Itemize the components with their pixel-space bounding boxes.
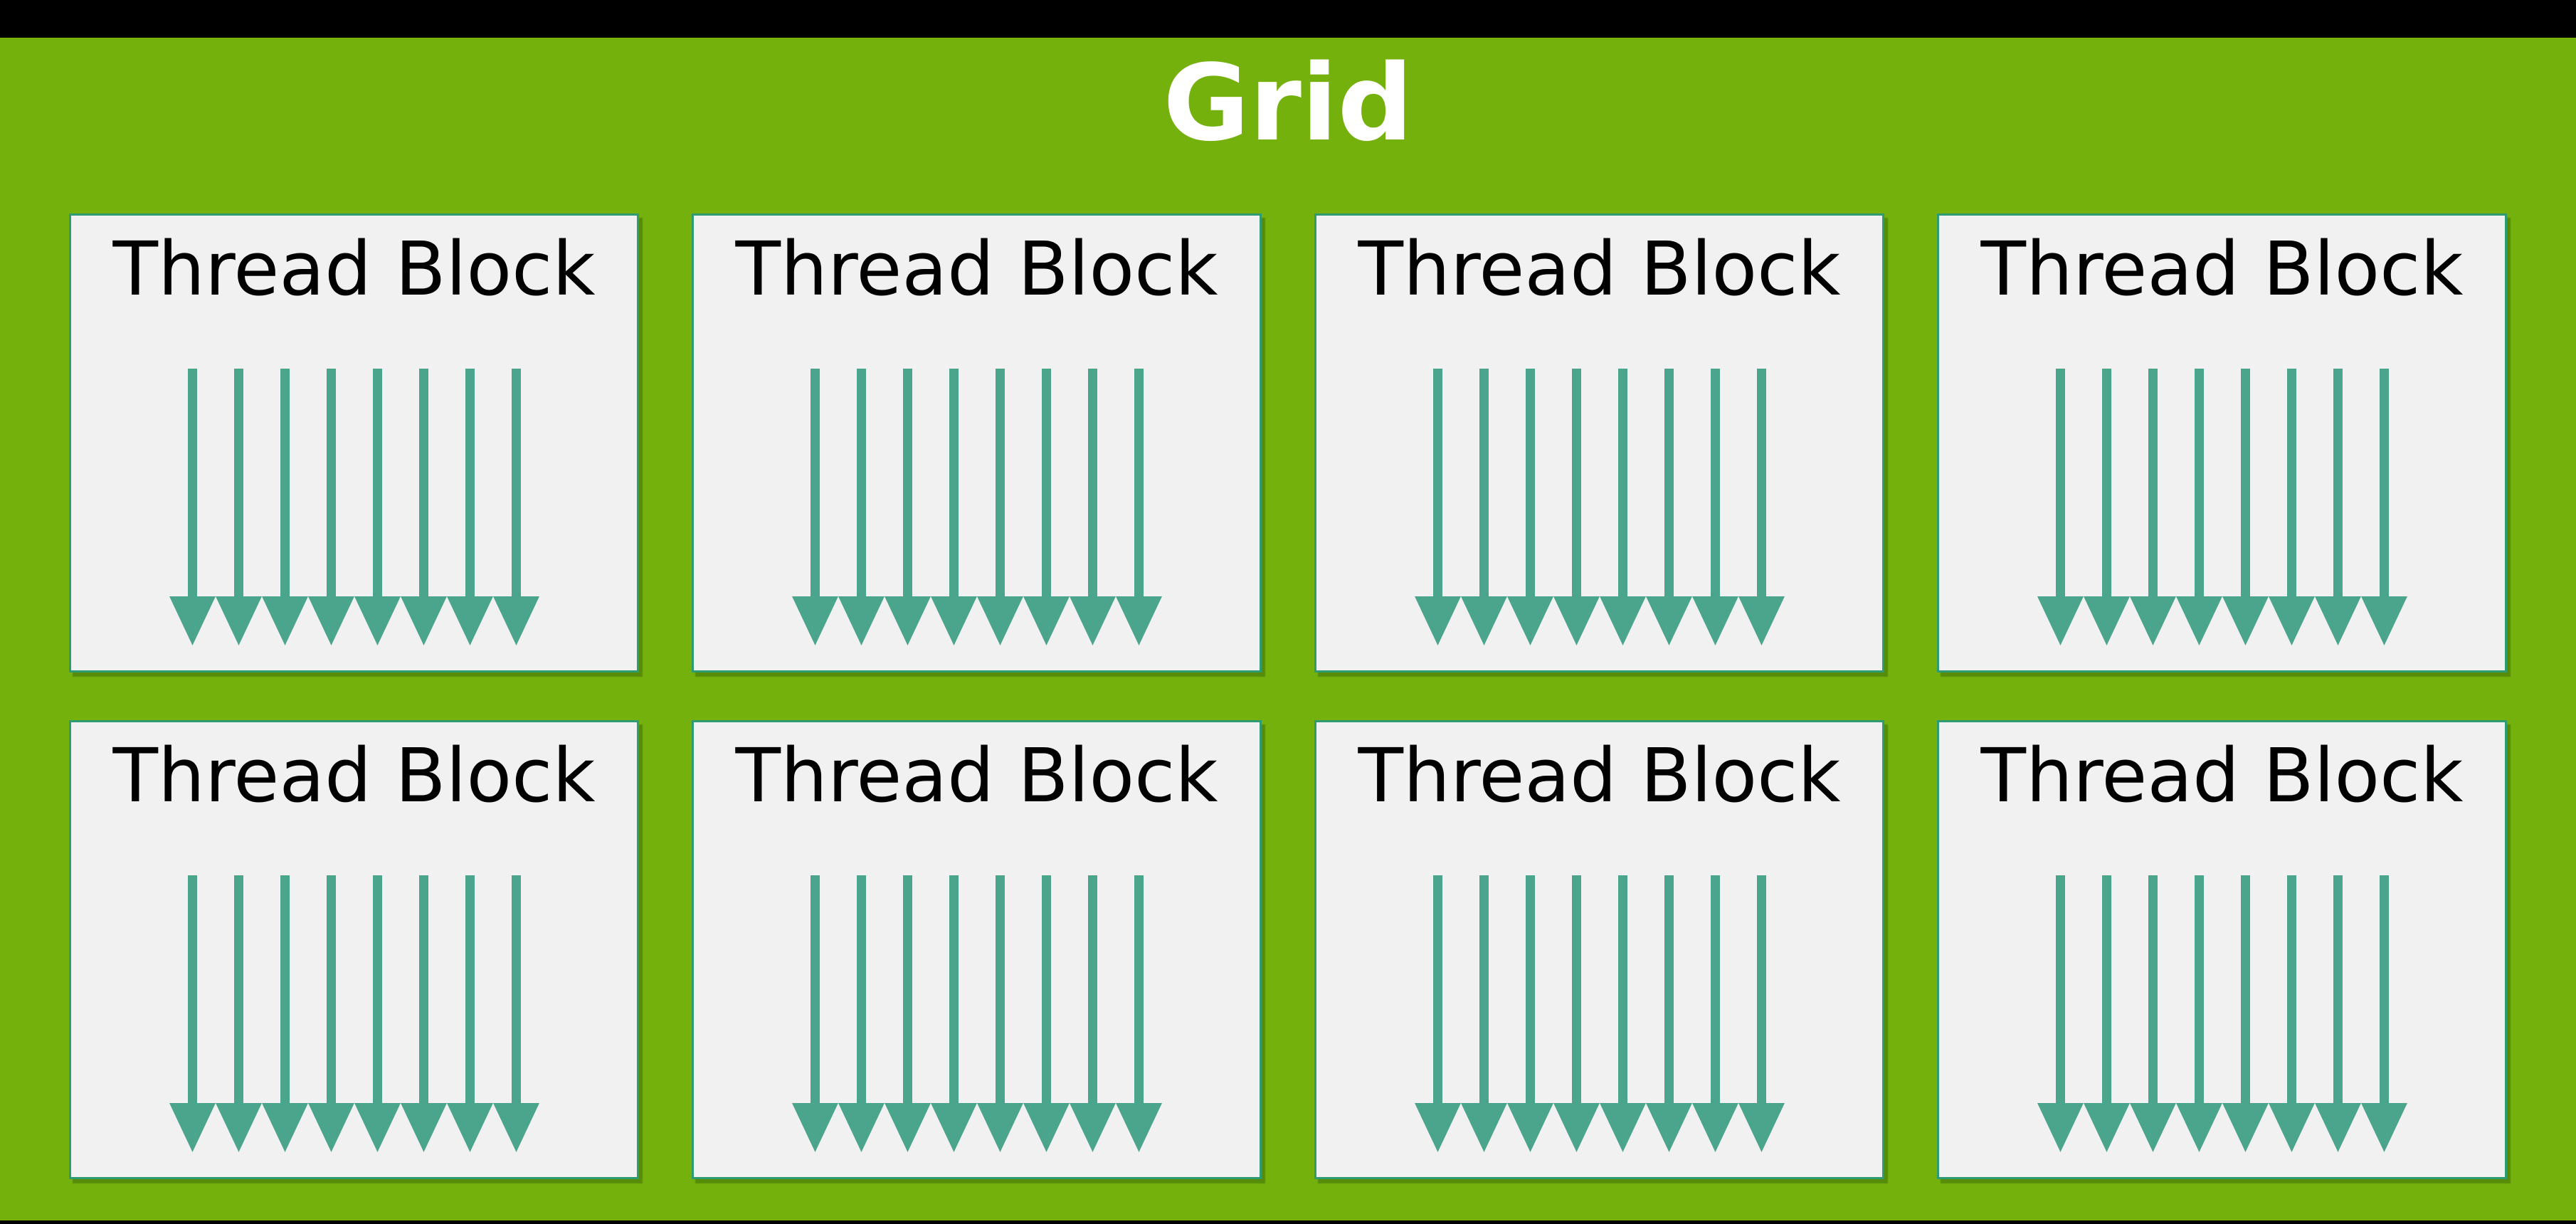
- thread-block-label: Thread Block: [112, 732, 596, 819]
- thread-arrow-down-icon: [1023, 875, 1070, 1152]
- thread-arrows: [1414, 875, 1785, 1152]
- thread-arrow-down-icon: [307, 369, 354, 645]
- thread-block: Thread Block: [1937, 213, 2507, 672]
- thread-arrow-down-icon: [492, 369, 539, 645]
- thread-arrow-down-icon: [791, 875, 838, 1152]
- thread-arrow-down-icon: [400, 369, 447, 645]
- thread-arrow-down-icon: [1553, 369, 1600, 645]
- thread-arrow-down-icon: [1691, 369, 1738, 645]
- thread-block: Thread Block: [1314, 213, 1884, 672]
- thread-block-label: Thread Block: [1358, 226, 1841, 312]
- thread-block-label: Thread Block: [735, 226, 1218, 312]
- thread-arrow-down-icon: [2175, 369, 2222, 645]
- thread-arrow-down-icon: [1553, 875, 1600, 1152]
- thread-arrow-down-icon: [976, 875, 1023, 1152]
- thread-arrow-down-icon: [1599, 369, 1646, 645]
- thread-arrow-down-icon: [1738, 369, 1785, 645]
- thread-arrow-down-icon: [446, 875, 493, 1152]
- thread-arrow-down-icon: [1738, 875, 1785, 1152]
- thread-arrow-down-icon: [930, 369, 977, 645]
- thread-arrow-down-icon: [1506, 369, 1553, 645]
- thread-arrow-down-icon: [215, 369, 262, 645]
- thread-arrow-down-icon: [354, 369, 401, 645]
- thread-arrow-down-icon: [838, 875, 885, 1152]
- thread-arrow-down-icon: [1506, 875, 1553, 1152]
- thread-arrow-down-icon: [884, 875, 931, 1152]
- thread-arrow-down-icon: [1414, 875, 1461, 1152]
- thread-arrow-down-icon: [1414, 369, 1461, 645]
- thread-arrow-down-icon: [2129, 875, 2176, 1152]
- thread-arrow-down-icon: [169, 875, 216, 1152]
- thread-block-label: Thread Block: [112, 226, 596, 312]
- thread-arrow-down-icon: [2314, 369, 2361, 645]
- thread-block-label: Thread Block: [1980, 226, 2464, 312]
- thread-arrow-down-icon: [838, 369, 885, 645]
- top-letterbox-bar: [0, 0, 2576, 38]
- thread-block: Thread Block: [1314, 720, 1884, 1179]
- thread-block-label: Thread Block: [1980, 732, 2464, 819]
- thread-arrow-down-icon: [2037, 875, 2084, 1152]
- thread-arrows: [169, 875, 539, 1152]
- thread-arrow-down-icon: [2268, 875, 2315, 1152]
- thread-block: Thread Block: [692, 720, 1262, 1179]
- thread-arrow-down-icon: [791, 369, 838, 645]
- thread-arrow-down-icon: [1645, 875, 1692, 1152]
- thread-arrow-down-icon: [1115, 369, 1162, 645]
- thread-block: Thread Block: [69, 720, 639, 1179]
- thread-arrow-down-icon: [1069, 369, 1116, 645]
- thread-block-label: Thread Block: [1358, 732, 1841, 819]
- thread-arrow-down-icon: [2037, 369, 2084, 645]
- thread-arrow-down-icon: [2314, 875, 2361, 1152]
- thread-arrow-down-icon: [307, 875, 354, 1152]
- thread-arrow-down-icon: [1460, 369, 1507, 645]
- thread-arrow-down-icon: [2222, 875, 2269, 1152]
- thread-block-grid: Thread Block Thread Block: [69, 213, 2507, 1179]
- thread-block: Thread Block: [69, 213, 639, 672]
- thread-arrow-down-icon: [446, 369, 493, 645]
- thread-arrow-down-icon: [261, 875, 308, 1152]
- thread-arrows: [791, 369, 1162, 645]
- thread-arrow-down-icon: [1599, 875, 1646, 1152]
- thread-block: Thread Block: [1937, 720, 2507, 1179]
- thread-arrows: [1414, 369, 1785, 645]
- thread-arrows: [791, 875, 1162, 1152]
- thread-arrow-down-icon: [2175, 875, 2222, 1152]
- thread-arrows: [169, 369, 539, 645]
- thread-arrow-down-icon: [2222, 369, 2269, 645]
- thread-arrow-down-icon: [169, 369, 216, 645]
- thread-arrow-down-icon: [2360, 875, 2407, 1152]
- bottom-letterbox-bar: [0, 1220, 2576, 1224]
- thread-block-label: Thread Block: [735, 732, 1218, 819]
- thread-arrow-down-icon: [2083, 369, 2130, 645]
- thread-arrow-down-icon: [2083, 875, 2130, 1152]
- thread-arrow-down-icon: [1645, 369, 1692, 645]
- thread-arrows: [2037, 875, 2407, 1152]
- thread-arrow-down-icon: [1691, 875, 1738, 1152]
- thread-arrow-down-icon: [1115, 875, 1162, 1152]
- thread-arrow-down-icon: [2360, 369, 2407, 645]
- thread-arrow-down-icon: [2129, 369, 2176, 645]
- thread-arrow-down-icon: [1023, 369, 1070, 645]
- thread-arrow-down-icon: [930, 875, 977, 1152]
- thread-arrow-down-icon: [400, 875, 447, 1152]
- thread-arrow-down-icon: [976, 369, 1023, 645]
- grid-title: Grid: [1163, 42, 1413, 164]
- thread-arrow-down-icon: [354, 875, 401, 1152]
- thread-arrow-down-icon: [261, 369, 308, 645]
- thread-arrow-down-icon: [884, 369, 931, 645]
- thread-arrow-down-icon: [2268, 369, 2315, 645]
- thread-arrow-down-icon: [215, 875, 262, 1152]
- thread-arrow-down-icon: [1069, 875, 1116, 1152]
- thread-block: Thread Block: [692, 213, 1262, 672]
- thread-arrow-down-icon: [1460, 875, 1507, 1152]
- thread-arrows: [2037, 369, 2407, 645]
- thread-arrow-down-icon: [492, 875, 539, 1152]
